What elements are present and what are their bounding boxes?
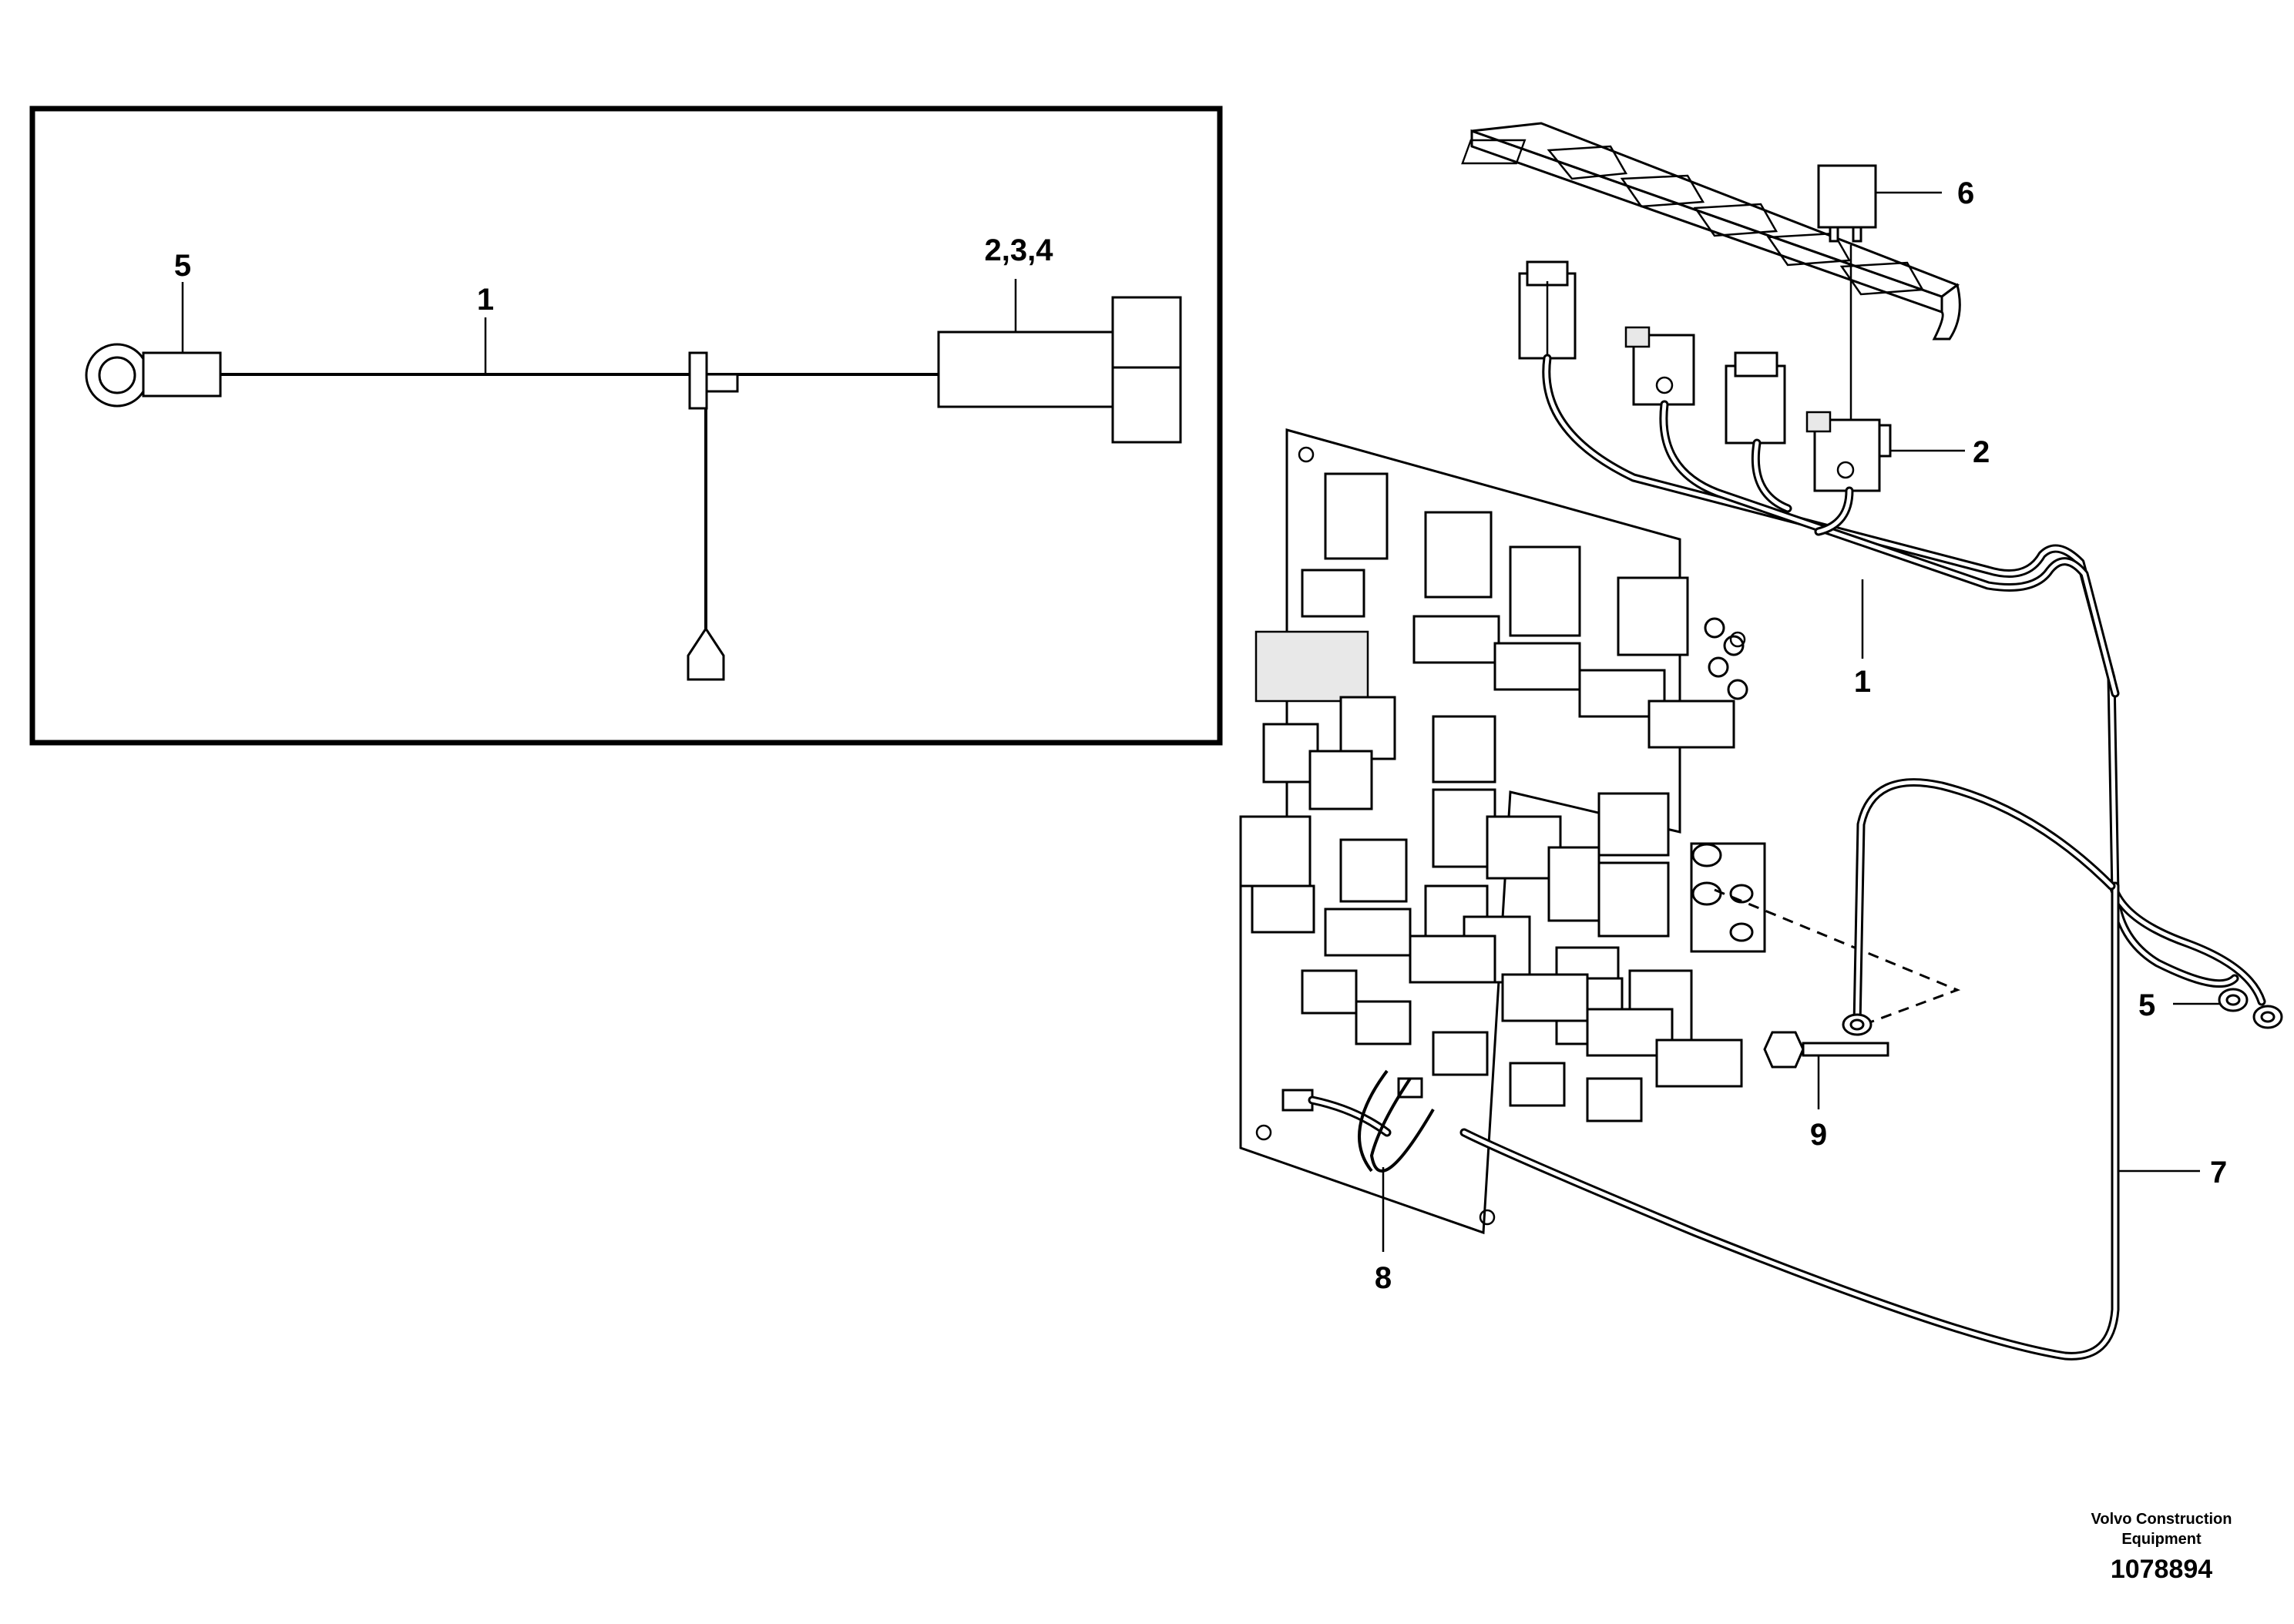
inset-connector-housing [937,296,1182,444]
footer: Volvo Construction Equipment 1078894 [2091,1511,2232,1584]
relay [1817,164,1877,243]
inset-ring-terminal [85,343,222,408]
ground-cable [1459,778,2120,1361]
ring-terminals [2218,988,2283,1029]
footer-drawing-number: 1078894 [2111,1555,2212,1584]
alignment-dashed-line [1714,888,1961,1030]
callout-harness: 1 [1854,665,1871,699]
harness-wires [1542,354,2266,1006]
cable-tie [1281,1069,1435,1173]
callout-ring-terminals: 5 [2138,988,2155,1022]
callout-ground-cable: 7 [2210,1156,2227,1189]
footer-brand-line2: Equipment [2121,1531,2202,1548]
board-ground-studs [1690,842,1766,953]
inset-schematic: 5 1 2,3,4 [29,106,1223,746]
board-fuse-strips [1251,569,1743,1122]
inset-callout-ring-terminal: 5 [174,249,191,283]
callout-screw: 9 [1810,1118,1827,1152]
inset-callout-cable: 1 [477,283,494,317]
connector-1 [1518,260,1577,360]
callout-cable-tie: 8 [1375,1261,1392,1295]
relay-bracket [1461,122,1961,341]
inset-frame [29,106,1223,746]
callout-connector: 2 [1973,435,1990,469]
connector-2-group [1624,326,1892,492]
callout-relay: 6 [1957,176,1974,210]
inset-t-junction [687,351,739,681]
footer-brand-line1: Volvo Construction [2091,1511,2232,1528]
screw [1763,1031,1889,1069]
inset-callout-connectors: 2,3,4 [985,233,1054,267]
board-connectors [1324,472,1748,700]
circuit-board [1239,428,1766,1235]
